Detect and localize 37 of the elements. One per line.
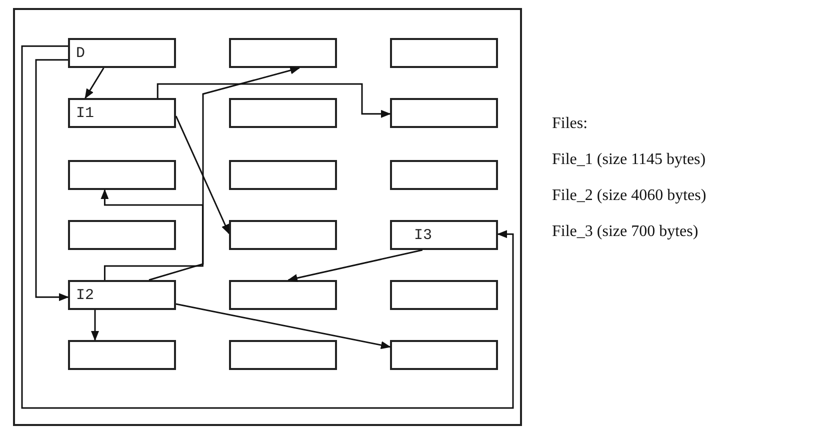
empty-box bbox=[390, 160, 498, 190]
node-label: I1 bbox=[76, 106, 94, 120]
arrow bbox=[35, 59, 69, 302]
arrow bbox=[91, 310, 99, 341]
empty-box bbox=[229, 98, 337, 128]
empty-box bbox=[229, 340, 337, 370]
labeled-box bbox=[68, 280, 176, 310]
file-note: File_3 (size 700 bytes) bbox=[552, 223, 700, 241]
arrow bbox=[21, 45, 514, 409]
arrow bbox=[175, 116, 230, 234]
node-label: I2 bbox=[76, 288, 94, 302]
file-note: File_1 (size 1145 bytes) bbox=[552, 151, 706, 169]
empty-box bbox=[229, 220, 337, 250]
file-note: Files: bbox=[552, 115, 589, 133]
arrow bbox=[176, 303, 391, 350]
empty-box bbox=[229, 280, 337, 310]
empty-box bbox=[390, 280, 498, 310]
arrow bbox=[84, 68, 104, 99]
empty-box bbox=[68, 220, 176, 250]
file-note: File_2 (size 4060 bytes) bbox=[552, 187, 706, 205]
empty-box bbox=[68, 160, 176, 190]
empty-box bbox=[229, 38, 337, 68]
arrow bbox=[156, 83, 391, 118]
arrow bbox=[148, 66, 300, 281]
node-label: I3 bbox=[414, 228, 432, 242]
empty-box bbox=[390, 98, 498, 128]
empty-box bbox=[390, 38, 498, 68]
labeled-box bbox=[68, 38, 176, 68]
frame-box bbox=[13, 8, 522, 426]
labeled-box bbox=[68, 98, 176, 128]
arrow bbox=[287, 249, 423, 282]
labeled-box bbox=[390, 220, 498, 250]
arrow bbox=[100, 189, 204, 280]
empty-box bbox=[229, 160, 337, 190]
empty-box bbox=[390, 340, 498, 370]
node-label: D bbox=[76, 46, 86, 60]
empty-box bbox=[68, 340, 176, 370]
